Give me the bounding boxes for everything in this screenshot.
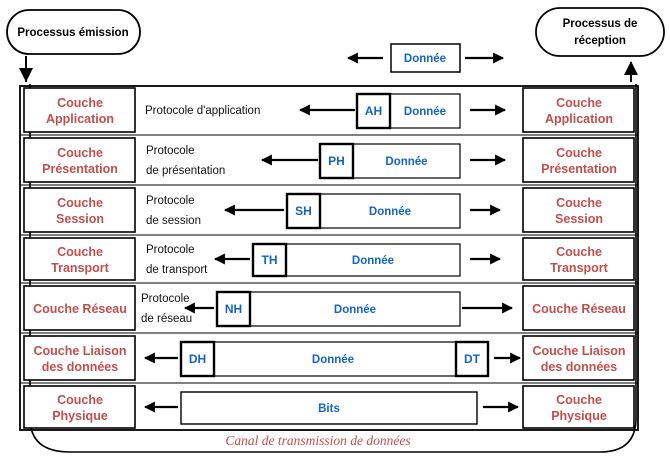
process-reception-label-1: Processus de [563,18,638,30]
process-emission-box [6,9,141,55]
protocol-label: Protocole [141,293,190,305]
right-layer-label: Transport [550,261,608,275]
left-layer-label: Couche [57,393,103,407]
left-layer-cell [23,285,136,331]
left-layer-label: Couche Réseau [33,302,127,316]
right-layer-cell [522,285,635,331]
left-layer-label: Transport [51,261,109,275]
protocol-label: Protocole [146,195,195,207]
left-layer-cell [23,87,136,133]
pdu-box [216,291,461,327]
bits-box [180,391,478,425]
left-layer-label: Session [56,212,104,226]
top-data-label: Donnée [404,53,446,65]
left-layer-label: des données [42,360,118,374]
data-label: Donnée [334,304,376,316]
data-label: Donnée [369,206,411,218]
header-label: PH [328,154,345,168]
channel-label: Canal de transmission de données [225,433,410,448]
bits-label: Bits [318,403,340,415]
down-arrow-icon [19,68,33,82]
right-layer-label: Physique [551,409,607,423]
right-layer-label: des données [541,360,617,374]
trailer-label: DT [464,352,481,366]
left-layer-label: Couche [57,96,103,110]
right-layer-label: Couche [556,146,602,160]
data-label: Donnée [385,156,427,168]
header-box [318,142,355,180]
left-layer-cell [23,237,136,281]
right-layer-label: Session [555,212,603,226]
right-layer-cell [522,187,635,233]
right-layer-label: Présentation [541,162,617,176]
process-reception-box [535,7,665,57]
left-layer-cell [23,187,136,233]
header-box [355,92,392,130]
header-label: AH [365,104,382,118]
header-label: NH [225,302,242,316]
right-layer-cell [522,335,635,381]
data-label: Donnée [404,106,446,118]
left-layer-label: Couche [57,146,103,160]
data-label: Donnée [312,354,354,366]
right-layer-cell [522,87,635,133]
left-layer-cell [23,335,136,381]
protocol-label: de réseau [141,313,192,325]
left-layer-label: Couche [57,245,103,259]
left-layer-cell [23,385,136,429]
right-layer-label: Couche [556,393,602,407]
header-box [179,340,216,378]
header-label: DH [189,352,206,366]
header-label: SH [295,204,312,218]
protocol-label: Protocole [146,145,195,157]
header-label: TH [262,253,278,267]
right-layer-cell [522,237,635,281]
header-box [285,192,322,230]
trailer-box [454,340,490,378]
top-data-box [390,43,461,73]
table-frame [19,85,639,431]
pdu-box [252,243,461,277]
right-layer-label: Application [545,112,613,126]
right-layer-label: Couche [556,245,602,259]
right-layer-label: Couche [556,96,602,110]
left-layer-label: Application [46,112,114,126]
header-box [215,290,252,328]
protocol-label: de session [146,215,201,227]
up-arrow-icon [624,61,638,75]
left-layer-label: Physique [52,409,108,423]
header-box [251,242,288,278]
right-layer-label: Couche Liaison [532,344,625,358]
left-layer-cell [23,137,136,183]
right-layer-label: Couche [556,196,602,210]
right-layer-cell [522,385,635,429]
protocol-label: de présentation [146,165,225,177]
protocol-label: Protocole [146,244,195,256]
left-layer-label: Couche Liaison [33,344,126,358]
pdu-box [180,341,461,377]
left-layer-label: Présentation [42,162,118,176]
protocol-label: de transport [146,264,208,276]
process-emission-label: Processus émission [17,27,128,39]
channel-loop [29,84,637,453]
right-layer-label: Couche Réseau [532,302,626,316]
left-layer-label: Couche [57,196,103,210]
process-reception-label-2: réception [574,35,626,47]
data-label: Donnée [352,255,394,267]
right-layer-cell [522,137,635,183]
protocol-label: Protocole d'application [145,105,260,117]
